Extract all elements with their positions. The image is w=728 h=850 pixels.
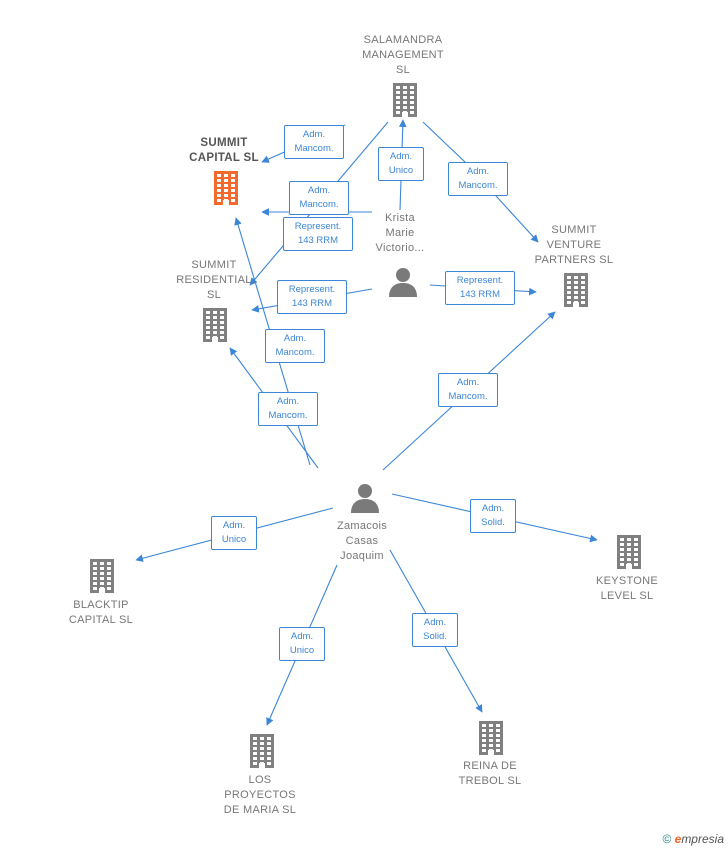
building-icon[interactable]	[213, 171, 239, 210]
edge-label: Adm. Solid.	[412, 613, 458, 647]
node-label-summit-capital[interactable]: SUMMIT CAPITAL SL	[189, 137, 259, 164]
node-label-zamacois[interactable]: Zamacois Casas Joaquim	[336, 519, 388, 562]
node-label-keystone[interactable]: KEYSTONE LEVEL SL	[595, 575, 659, 602]
edge-label: Adm. Solid.	[470, 499, 516, 533]
node-label-salamandra[interactable]: SALAMANDRA MANAGEMENT SL	[362, 33, 444, 76]
node-label-blacktip[interactable]: BLACKTIP CAPITAL SL	[68, 599, 134, 626]
edge-label: Adm. Mancom.	[265, 329, 325, 363]
building-icon[interactable]	[392, 83, 418, 122]
node-label-los-proyectos[interactable]: LOS PROYECTOS DE MARIA SL	[223, 773, 297, 816]
brand-footer: © empresia	[662, 832, 724, 846]
edge-label: Adm. Unico	[279, 627, 325, 661]
building-icon[interactable]	[563, 273, 589, 312]
copyright-symbol: ©	[662, 832, 672, 846]
building-icon[interactable]	[249, 734, 275, 773]
brand-logo: empresia	[674, 832, 724, 846]
person-icon[interactable]	[388, 267, 418, 302]
building-icon[interactable]	[478, 721, 504, 760]
edge-label: Adm. Mancom.	[438, 373, 498, 407]
edge-label: Adm. Mancom.	[258, 392, 318, 426]
edge-label: Adm. Mancom.	[289, 181, 349, 215]
node-label-reina[interactable]: REINA DE TREBOL SL	[458, 760, 522, 787]
edge-label: Adm. Mancom.	[284, 125, 344, 159]
person-icon[interactable]	[350, 483, 380, 518]
building-icon[interactable]	[202, 308, 228, 347]
building-icon[interactable]	[89, 559, 115, 598]
node-label-summit-venture[interactable]: SUMMIT VENTURE PARTNERS SL	[534, 223, 614, 266]
edge-label: Adm. Unico	[211, 516, 257, 550]
edge-label: Adm. Unico	[378, 147, 424, 181]
edge-label: Represent. 143 RRM	[445, 271, 515, 305]
edge-label: Represent. 143 RRM	[283, 217, 353, 251]
node-label-krista[interactable]: Krista Marie Victorio...	[375, 211, 425, 254]
building-icon[interactable]	[616, 535, 642, 574]
edge-label: Represent. 143 RRM	[277, 280, 347, 314]
edge-label: Adm. Mancom.	[448, 162, 508, 196]
node-label-summit-residential[interactable]: SUMMIT RESIDENTIAL SL	[176, 258, 252, 301]
